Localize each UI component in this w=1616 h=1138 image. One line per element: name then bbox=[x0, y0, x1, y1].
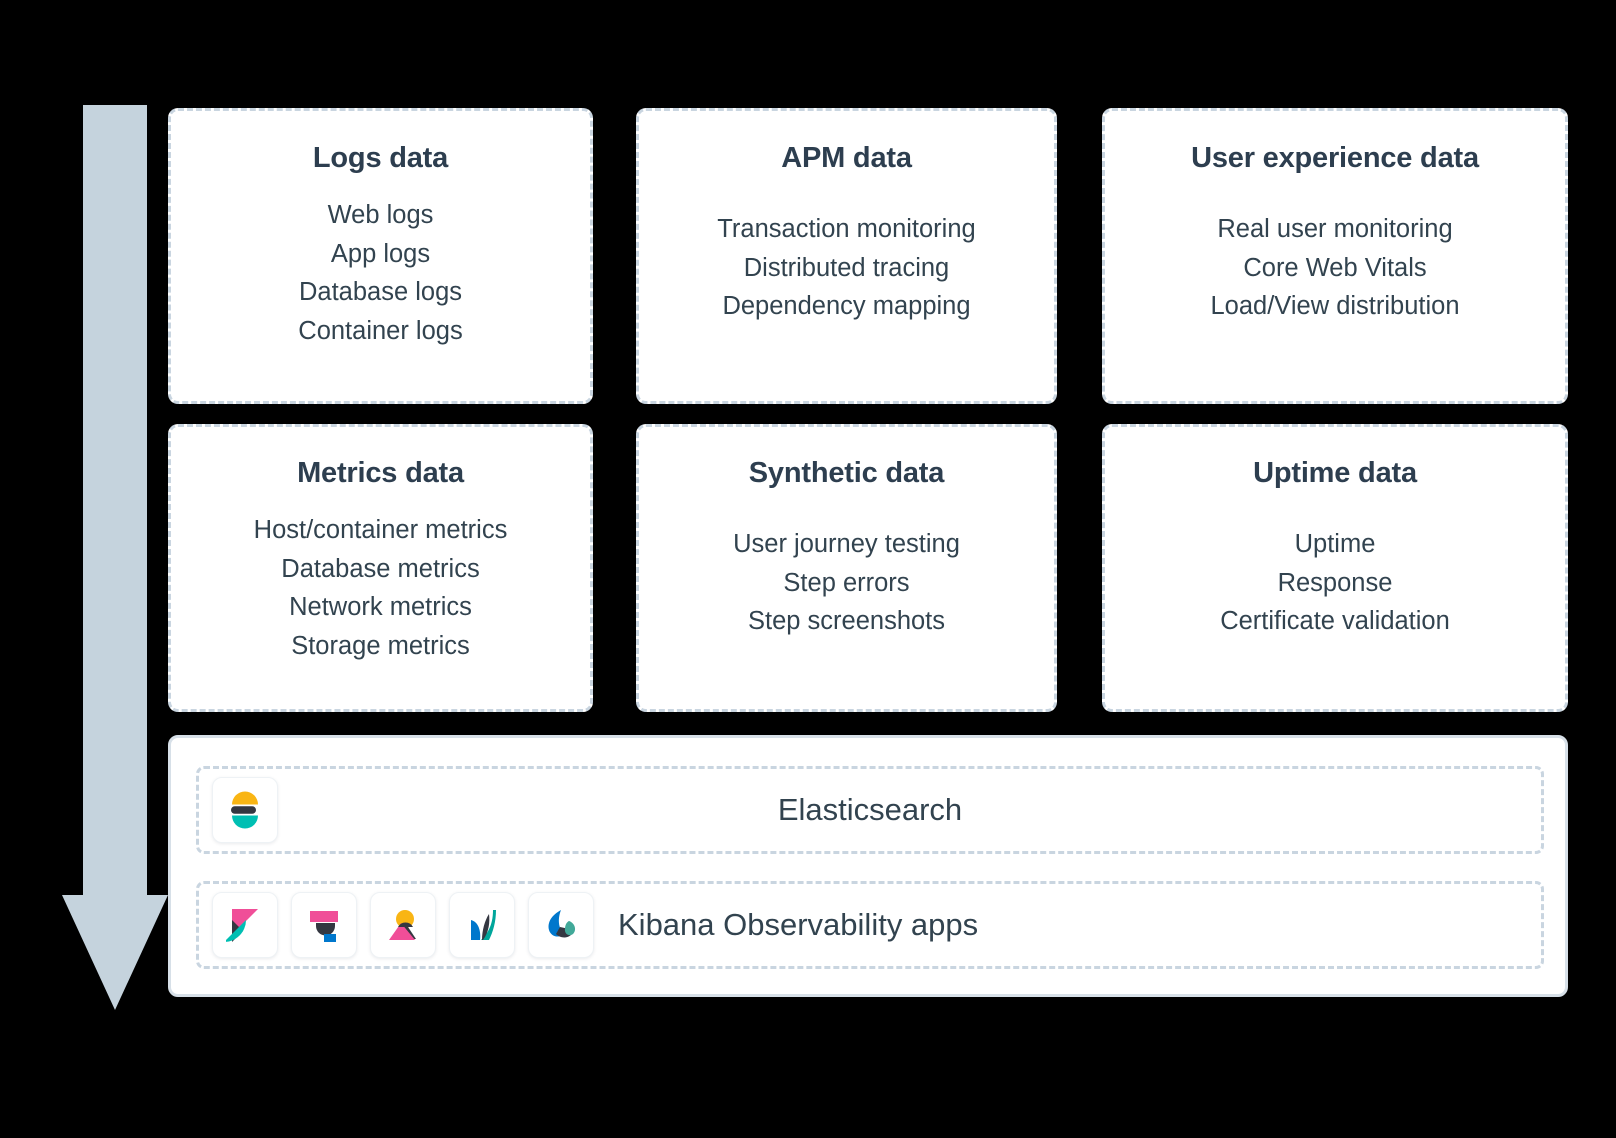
card-item-list: Uptime Response Certificate validation bbox=[1220, 525, 1450, 641]
list-item: Distributed tracing bbox=[743, 253, 950, 282]
list-item: Step screenshots bbox=[747, 607, 946, 636]
card-title: Synthetic data bbox=[748, 457, 945, 489]
uptime-app-icon bbox=[528, 892, 594, 958]
list-item: User journey testing bbox=[733, 529, 960, 558]
list-item: Network metrics bbox=[289, 593, 472, 622]
list-item: Dependency mapping bbox=[722, 292, 971, 321]
list-item: Database metrics bbox=[281, 554, 480, 583]
list-item: Response bbox=[1277, 568, 1393, 597]
list-item: Step errors bbox=[783, 568, 910, 597]
list-item: Uptime bbox=[1294, 529, 1376, 558]
card-logs-data: Logs data Web logs App logs Database log… bbox=[168, 108, 593, 404]
card-synthetic-data: Synthetic data User journey testing Step… bbox=[636, 424, 1057, 712]
kibana-icon bbox=[212, 892, 278, 958]
card-item-list: Transaction monitoring Distributed traci… bbox=[717, 210, 975, 326]
elasticsearch-label: Elasticsearch bbox=[777, 792, 963, 827]
flow-arrow-down-icon bbox=[62, 105, 168, 1010]
card-item-list: Host/container metrics Database metrics … bbox=[254, 511, 508, 666]
card-item-list: Web logs App logs Database logs Containe… bbox=[298, 196, 462, 351]
card-title: Logs data bbox=[312, 142, 449, 174]
list-item: Real user monitoring bbox=[1217, 214, 1453, 243]
list-item: App logs bbox=[330, 239, 431, 268]
list-item: Load/View distribution bbox=[1210, 292, 1460, 321]
list-item: Transaction monitoring bbox=[717, 214, 976, 243]
list-item: Storage metrics bbox=[291, 632, 470, 661]
stack-row-elasticsearch: Elasticsearch bbox=[196, 766, 1544, 854]
card-user-experience-data: User experience data Real user monitorin… bbox=[1102, 108, 1568, 404]
metrics-app-icon bbox=[370, 892, 436, 958]
card-item-list: User journey testing Step errors Step sc… bbox=[733, 525, 960, 641]
list-item: Certificate validation bbox=[1220, 607, 1450, 636]
apm-app-icon bbox=[449, 892, 515, 958]
card-item-list: Real user monitoring Core Web Vitals Loa… bbox=[1210, 210, 1459, 326]
kibana-apps-label: Kibana Observability apps bbox=[618, 907, 979, 942]
stack-panel: Elasticsearch bbox=[168, 735, 1568, 997]
elasticsearch-icon bbox=[212, 777, 278, 843]
logs-app-icon bbox=[291, 892, 357, 958]
list-item: Host/container metrics bbox=[253, 515, 508, 544]
list-item: Container logs bbox=[298, 317, 463, 346]
card-title: Uptime data bbox=[1253, 457, 1417, 489]
stack-row-kibana-apps: Kibana Observability apps bbox=[196, 881, 1544, 969]
card-title: User experience data bbox=[1191, 142, 1479, 174]
card-apm-data: APM data Transaction monitoring Distribu… bbox=[636, 108, 1057, 404]
list-item: Web logs bbox=[327, 200, 434, 229]
card-title: Metrics data bbox=[297, 457, 464, 489]
list-item: Core Web Vitals bbox=[1243, 253, 1427, 282]
card-title: APM data bbox=[781, 142, 912, 174]
card-uptime-data: Uptime data Uptime Response Certificate … bbox=[1102, 424, 1568, 712]
card-metrics-data: Metrics data Host/container metrics Data… bbox=[168, 424, 593, 712]
list-item: Database logs bbox=[298, 278, 463, 307]
